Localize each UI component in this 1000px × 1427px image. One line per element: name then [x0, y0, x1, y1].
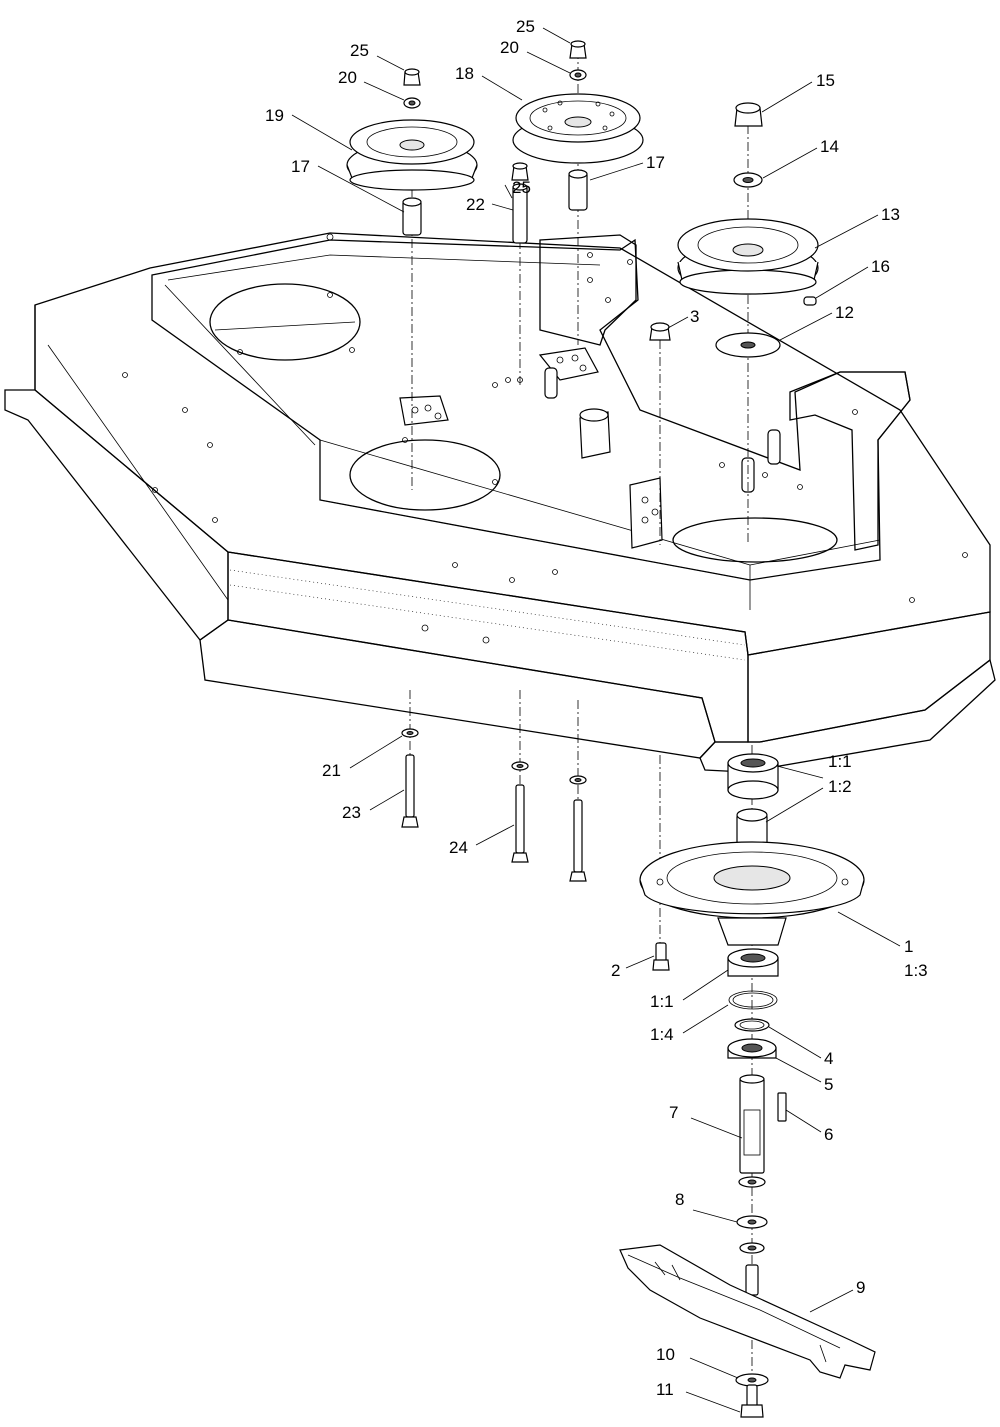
drive-pulley-13 — [677, 218, 819, 295]
callout-15: 15 — [816, 71, 835, 90]
callout-7: 7 — [669, 1103, 678, 1122]
callout-labels: 25 20 19 17 25 20 18 25 22 17 15 14 13 1… — [265, 17, 928, 1399]
callout-3: 3 — [690, 307, 699, 326]
callout-2: 2 — [611, 961, 620, 980]
callout-14: 14 — [820, 137, 839, 156]
upper-hardware — [402, 40, 817, 358]
callout-11: 11 — [656, 1380, 674, 1399]
callout-1-1a: 1:1 — [828, 752, 852, 771]
callout-24: 24 — [449, 838, 468, 857]
callout-20b: 20 — [500, 38, 519, 57]
callout-1: 1 — [904, 937, 913, 956]
mower-deck — [4, 232, 996, 773]
callout-22: 22 — [466, 195, 485, 214]
callout-25b: 25 — [516, 17, 535, 36]
callout-9: 9 — [856, 1278, 865, 1297]
callout-1-4: 1:4 — [650, 1025, 674, 1044]
callout-21: 21 — [322, 761, 341, 780]
callout-1-1b: 1:1 — [650, 992, 674, 1011]
spindle-assembly — [619, 753, 876, 1418]
callout-17a: 17 — [291, 157, 310, 176]
callout-1-2: 1:2 — [828, 777, 852, 796]
callout-17b: 17 — [646, 153, 665, 172]
callout-4: 4 — [824, 1049, 833, 1068]
callout-13: 13 — [881, 205, 900, 224]
callout-8: 8 — [675, 1190, 684, 1209]
callout-25c: 25 — [512, 178, 531, 197]
callout-20a: 20 — [338, 68, 357, 87]
callout-1-3: 1:3 — [904, 961, 928, 980]
callout-5: 5 — [824, 1075, 833, 1094]
callout-25a: 25 — [350, 41, 369, 60]
leader-lines — [291, 27, 901, 1413]
callout-16: 16 — [871, 257, 890, 276]
callout-10: 10 — [656, 1345, 675, 1364]
callout-23: 23 — [342, 803, 361, 822]
callout-19: 19 — [265, 106, 284, 125]
idler-pulley-18 — [512, 93, 644, 164]
callout-12: 12 — [835, 303, 854, 322]
lower-bolts — [401, 728, 670, 971]
callout-18: 18 — [455, 64, 474, 83]
idler-pulley-19 — [346, 119, 478, 191]
callout-6: 6 — [824, 1125, 833, 1144]
